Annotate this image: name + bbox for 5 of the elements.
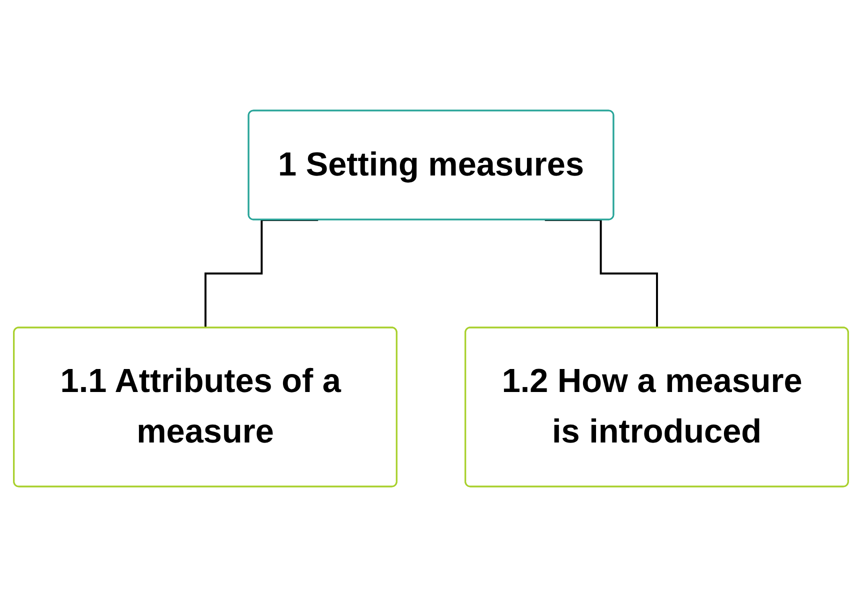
- process-box: 1.1 Attributes of a measure: [13, 326, 398, 488]
- connector-line: [544, 219, 658, 329]
- process-box: 1 Setting measures: [248, 110, 614, 220]
- connector-line: [204, 219, 318, 329]
- process-box: 1.2 How a measure is introduced: [464, 326, 849, 488]
